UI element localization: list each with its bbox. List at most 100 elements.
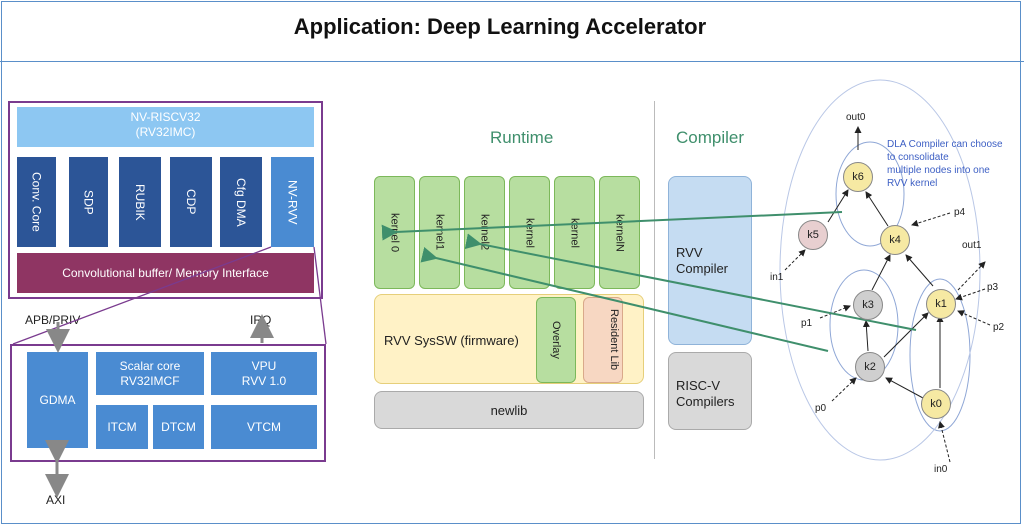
graph-node: k4 — [880, 225, 910, 255]
map-arrow — [420, 246, 829, 352]
vpu-label: VPU — [251, 358, 277, 373]
edge — [819, 304, 851, 319]
kernel-label: kernel1 — [433, 214, 446, 251]
kernel-box: kernel — [509, 176, 550, 289]
edge — [957, 310, 991, 326]
slide-title: Application: Deep Learning Accelerator — [293, 14, 707, 39]
nv-riscv32-block: NV-RISCV32 (RV32IMC) — [17, 107, 314, 147]
dtcm-block: DTCM — [153, 405, 204, 449]
graph-node: k3 — [853, 290, 883, 320]
edge — [865, 191, 889, 227]
rvv-compiler-label: RVV Compiler — [676, 245, 728, 277]
newlib-label: newlib — [490, 402, 528, 418]
graph-label-out1: out1 — [962, 240, 982, 251]
edge — [862, 320, 870, 352]
engine-cdp: CDP — [170, 157, 212, 247]
vtcm-block: VTCM — [211, 405, 317, 449]
graph-label-p2: p2 — [993, 322, 1005, 333]
graph-label-in1: in1 — [770, 272, 784, 283]
graph-node: k5 — [798, 220, 828, 250]
riscv-compilers-label: RISC-V Compilers — [676, 378, 735, 410]
overlay-box: Overlay — [536, 297, 576, 383]
engine-label: NV-RVV — [285, 179, 300, 225]
edge — [911, 212, 951, 227]
edge — [938, 421, 951, 463]
engine-rubik: RUBIK — [119, 157, 161, 247]
resident-lib-box: Resident Lib — [583, 297, 623, 383]
engine-label: Cfg DMA — [234, 177, 248, 227]
riscv-compilers-line2: Compilers — [676, 394, 735, 409]
compiler-heading: Compiler — [676, 128, 745, 147]
dla-block — [8, 101, 323, 299]
graph-node: k2 — [855, 352, 885, 382]
cluster-ellipse — [909, 278, 971, 432]
itcm-block: ITCM — [96, 405, 148, 449]
graph-label-p1: p1 — [801, 318, 813, 329]
edge — [955, 288, 986, 301]
edge — [885, 377, 924, 399]
title-divider — [0, 61, 1024, 62]
engine-conv-core: Conv. Core — [17, 157, 56, 247]
dtcm-label: DTCM — [161, 419, 196, 434]
engine-cfg-dma: Cfg DMA — [220, 157, 262, 247]
edge — [831, 377, 857, 402]
rvv-core-block — [10, 344, 326, 462]
overlay-label: Overlay — [550, 321, 562, 359]
cluster-ellipse — [835, 141, 905, 247]
edge — [784, 249, 806, 271]
gdma-label: GDMA — [39, 392, 76, 407]
edge — [871, 254, 891, 291]
graph-label-p4: p4 — [954, 207, 966, 218]
vpu-isa: RVV 1.0 — [241, 373, 287, 388]
nv-riscv32-isa: (RV32IMC) — [135, 125, 196, 139]
vtcm-label: VTCM — [247, 419, 281, 434]
resident-lib-label: Resident Lib — [608, 309, 620, 371]
runtime-heading: Runtime — [490, 128, 554, 147]
graph-label-p3: p3 — [987, 282, 999, 293]
engine-label: Conv. Core — [29, 172, 44, 232]
rvv-compiler-line2: Compiler — [676, 261, 729, 276]
graph-node: k6 — [843, 162, 873, 192]
kernel-box: kernel1 — [419, 176, 460, 289]
riscv-compilers-line1: RISC-V — [676, 378, 721, 393]
map-arrow — [464, 233, 917, 331]
cluster-ellipse — [779, 79, 981, 461]
map-arrow — [381, 211, 843, 241]
nv-riscv32-label: NV-RISCV32 — [130, 110, 201, 124]
graph-label-in0: in0 — [934, 464, 948, 475]
graph-node: k0 — [921, 389, 951, 419]
compiler-note-line: DLA Compiler can choose — [887, 139, 1003, 150]
graph-label-out0: out0 — [846, 112, 866, 123]
engine-label: RUBIK — [133, 183, 147, 221]
graph-node: k1 — [926, 289, 956, 319]
edge — [883, 312, 929, 358]
vpu-block: VPU RVV 1.0 — [211, 352, 317, 395]
scalar-core-block: Scalar core RV32IMCF — [96, 352, 204, 395]
kernel-box: kernel — [554, 176, 595, 289]
gdma-block: GDMA — [27, 352, 88, 448]
engine-label: SDP — [81, 189, 96, 215]
compiler-note: DLA Compiler can choose to consolidate m… — [887, 138, 1003, 190]
scalar-core-isa: RV32IMCF — [120, 373, 180, 388]
zoom-line-left — [12, 246, 272, 345]
riscv-compilers-box — [668, 352, 752, 430]
engine-label: CDP — [184, 189, 198, 215]
engine-nv-rvv: NV-RVV — [271, 157, 314, 247]
rvv-compiler-line1: RVV — [676, 245, 703, 260]
edge — [905, 254, 934, 287]
sysw-label: RVV SysSW (firmware) — [384, 333, 519, 348]
graph-label-p0: p0 — [815, 403, 827, 414]
newlib-box: newlib — [374, 391, 644, 429]
runtime-compiler-divider — [654, 101, 655, 459]
engine-sdp: SDP — [69, 157, 108, 247]
edge — [827, 189, 849, 223]
itcm-label: ITCM — [107, 419, 137, 434]
compiler-note-line: multiple nodes into one — [887, 165, 990, 176]
compiler-note-line: to consolidate — [887, 152, 949, 163]
compiler-note-line: RVV kernel — [887, 178, 938, 189]
zoom-line-right — [313, 246, 327, 345]
conv-buffer-label: Convolutional buffer/ Memory Interface — [62, 266, 269, 280]
edge — [957, 261, 986, 291]
